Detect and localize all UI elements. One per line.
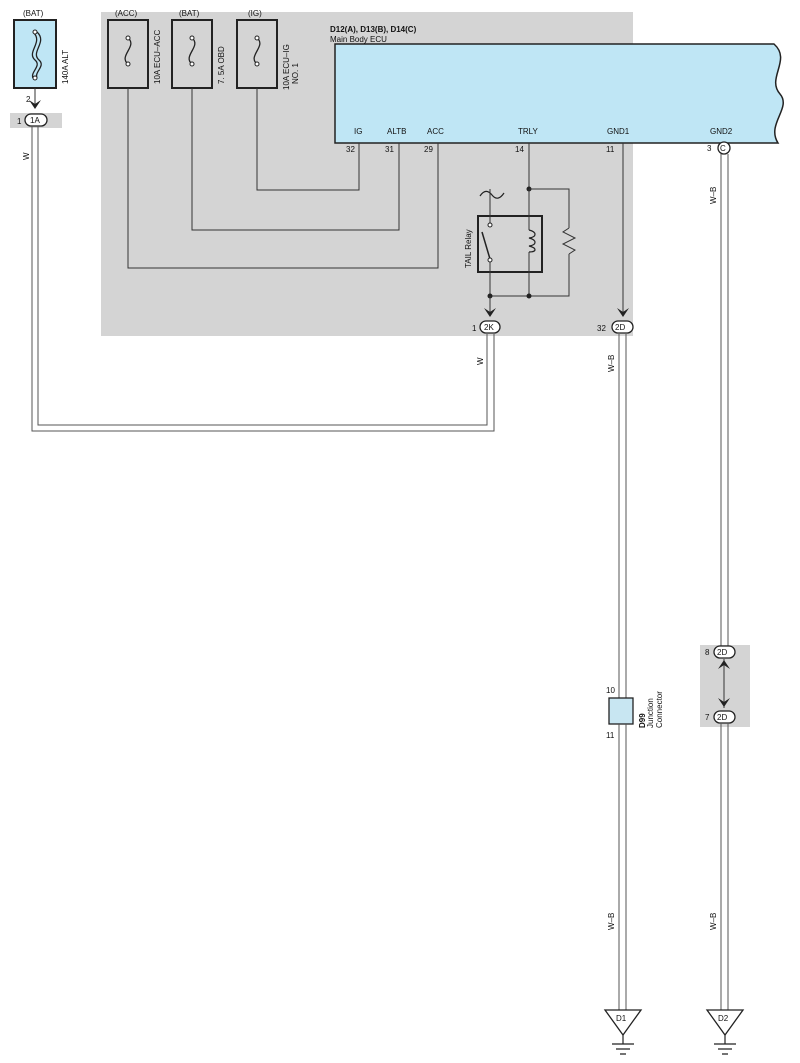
ecu-subtitle: Main Body ECU bbox=[330, 35, 387, 44]
fuse-obd-source: (BAT) bbox=[179, 9, 200, 18]
fuse-alt-icon bbox=[31, 29, 42, 81]
terminal-trly-label: TRLY bbox=[518, 127, 539, 136]
wire-color-gnd2-upper: W–B bbox=[709, 187, 718, 204]
fuse-obd-box bbox=[171, 19, 213, 89]
fuse-ig-label-line1: 10A ECU–IG bbox=[282, 44, 291, 90]
connector-c-code: C bbox=[720, 144, 726, 153]
fuse-ig-box bbox=[236, 19, 278, 89]
junction-pin-bottom: 11 bbox=[606, 731, 615, 740]
junction-connector-box bbox=[608, 697, 634, 725]
relay-contact-top bbox=[487, 222, 493, 228]
arrow-2d-up bbox=[718, 660, 730, 669]
fuse-acc-icon bbox=[124, 35, 132, 67]
junction-code: D99 bbox=[638, 713, 647, 728]
arrow-2d-down bbox=[718, 698, 730, 707]
fuse-acc-box bbox=[107, 19, 149, 89]
wire-altb bbox=[191, 88, 400, 231]
resistor bbox=[561, 227, 577, 255]
terminal-ig-label: IG bbox=[354, 127, 362, 136]
ground-d1-code: D1 bbox=[616, 1014, 627, 1023]
connector-2d-7 bbox=[713, 710, 736, 724]
arrow-1a bbox=[29, 100, 41, 109]
wire-relay-resistor-bottom bbox=[490, 254, 570, 297]
connector-1a bbox=[24, 113, 48, 127]
terminal-gnd2-label: GND2 bbox=[710, 127, 733, 136]
fuse-ig-source: (IG) bbox=[248, 9, 262, 18]
connector-2k-pin: 1 bbox=[472, 324, 477, 333]
wire-ig bbox=[256, 88, 360, 191]
ecu-title: D12(A), D13(B), D14(C) bbox=[330, 25, 417, 34]
terminal-gnd1-pin: 11 bbox=[606, 145, 615, 154]
wire-color-w-left: W bbox=[22, 152, 31, 160]
connector-1a-code: 1A bbox=[30, 116, 40, 125]
connector-2k bbox=[479, 320, 501, 334]
terminal-ig-pin: 32 bbox=[346, 145, 355, 154]
fuse-alt-source: (BAT) bbox=[23, 9, 44, 18]
fuse-acc-label: 10A ECU–ACC bbox=[153, 30, 162, 84]
wire-relay-resistor-top bbox=[529, 188, 570, 228]
wire-acc bbox=[127, 88, 439, 269]
fuse-ig-label-line2: NO. 1 bbox=[291, 63, 300, 84]
connector-1a-pin: 1 bbox=[17, 117, 22, 126]
relay-switch-blade bbox=[481, 231, 491, 260]
terminal-altb-label: ALTB bbox=[387, 127, 406, 136]
fuse-obd-icon bbox=[188, 35, 196, 67]
fuse-acc-source: (ACC) bbox=[115, 9, 138, 18]
connector-2d-32-code: 2D bbox=[615, 323, 625, 332]
ground-d2-icon bbox=[705, 1009, 745, 1055]
connector-2d-8-pin: 8 bbox=[705, 648, 710, 657]
wire-color-wb-upper: W–B bbox=[607, 355, 616, 372]
ground-d1-icon bbox=[603, 1009, 643, 1055]
relay-tilde-icon bbox=[479, 190, 505, 199]
connector-2d-8 bbox=[713, 645, 736, 659]
wire-color-wb-lower: W–B bbox=[607, 913, 616, 930]
connector-2d-32-pin: 32 bbox=[597, 324, 606, 333]
wire-w-loop-inner bbox=[37, 126, 488, 426]
terminal-acc-pin: 29 bbox=[424, 145, 433, 154]
fuse-ig-icon bbox=[253, 35, 261, 67]
ground-d2-code: D2 bbox=[718, 1014, 729, 1023]
connector-alt-pin: 2 bbox=[26, 95, 31, 104]
terminal-trly-pin: 14 bbox=[515, 145, 524, 154]
junction-dot-relay-right bbox=[526, 293, 532, 299]
terminal-gnd1-label: GND1 bbox=[607, 127, 630, 136]
wire-color-w-right: W bbox=[476, 357, 485, 365]
connector-2k-code: 2K bbox=[484, 323, 494, 332]
wire-color-gnd2-lower: W–B bbox=[709, 913, 718, 930]
relay-coil-icon bbox=[528, 229, 536, 253]
tail-relay-box bbox=[477, 215, 543, 273]
connector-2d-32 bbox=[611, 320, 634, 334]
tail-relay-label: TAIL Relay bbox=[464, 229, 473, 268]
connector-2d-8-code: 2D bbox=[717, 648, 727, 657]
terminal-gnd2-pin: 3 bbox=[707, 144, 712, 153]
relay-contact-bottom bbox=[487, 257, 493, 263]
arrow-2k bbox=[484, 308, 496, 317]
connector-c bbox=[717, 141, 731, 155]
junction-name-line2: Connector bbox=[655, 691, 664, 728]
connector-2d-7-code: 2D bbox=[717, 713, 727, 722]
connector-2d-7-pin: 7 bbox=[705, 713, 710, 722]
terminal-altb-pin: 31 bbox=[385, 145, 394, 154]
ecu-box bbox=[334, 43, 784, 144]
terminal-acc-label: ACC bbox=[427, 127, 444, 136]
fuse-alt-label: 140A ALT bbox=[61, 50, 70, 84]
arrow-2d-32 bbox=[617, 308, 629, 317]
junction-pin-top: 10 bbox=[606, 686, 615, 695]
fuse-obd-label: 7. 5A OBD bbox=[217, 46, 226, 84]
wire-w-loop-outer bbox=[31, 126, 495, 432]
junction-name-line1: Junction bbox=[646, 698, 655, 728]
